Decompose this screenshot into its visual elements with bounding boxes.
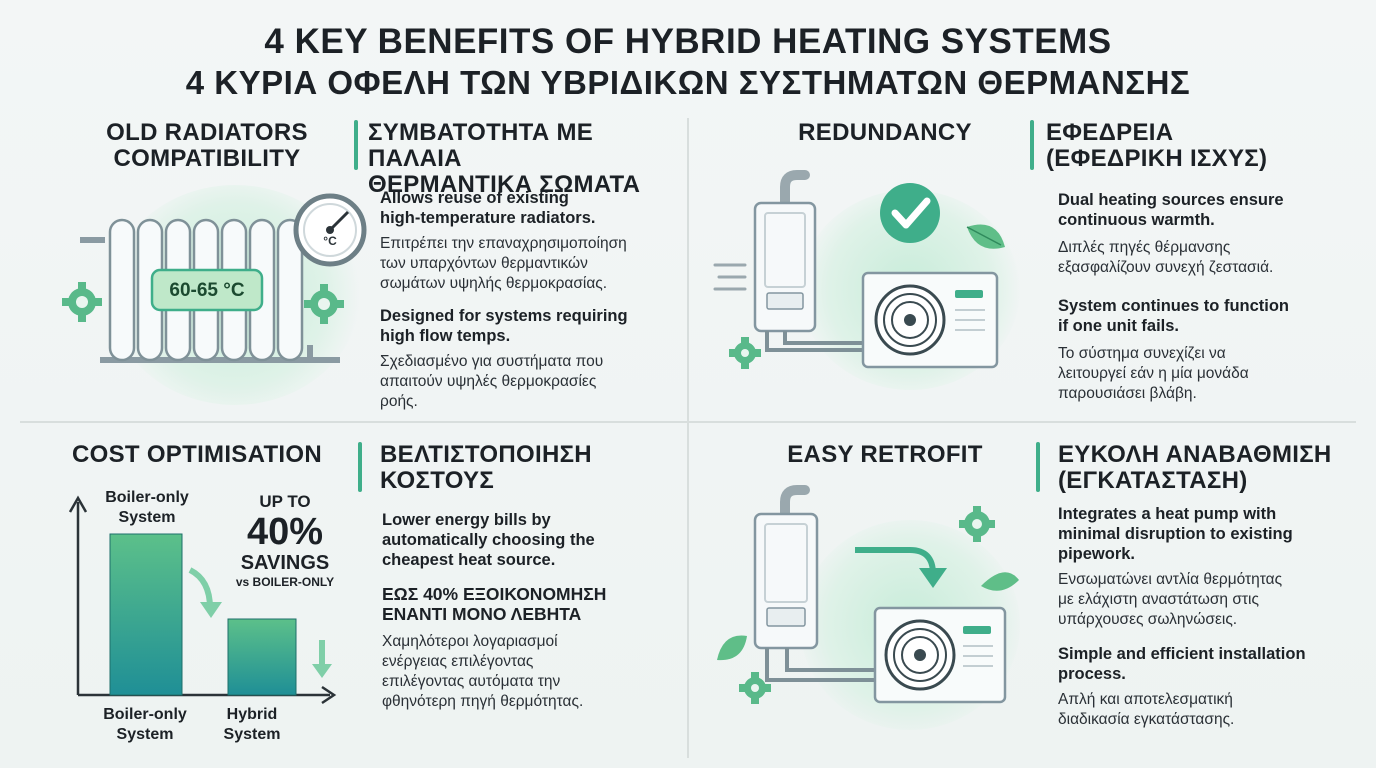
redundancy-heading: REDUNDANCY — [798, 119, 972, 146]
text-line: επιλέγοντας αυτόματα την — [382, 673, 561, 690]
text-line: high-temperature radiators. — [380, 209, 596, 227]
retrofit-heading-greek: ΕΥΚΟΛΗ ΑΝΑΒΑΘΜΙΣΗ (ΕΓΚΑΤΑΣΤΑΣΗ) — [1058, 442, 1358, 494]
text-line: ροής. — [380, 393, 418, 410]
text-line: high flow temps. — [380, 327, 511, 345]
temperature-label-box — [150, 268, 264, 312]
gear-icon — [62, 282, 102, 322]
retrofit-heading-greek-line1: ΕΥΚΟΛΗ ΑΝΑΒΑΘΜΙΣΗ — [1058, 441, 1332, 468]
bar-hybrid — [227, 618, 297, 696]
retrofit-heading: EASY RETROFIT — [787, 441, 983, 468]
page-title-greek: 4 ΚΥΡΙΑ ΟΦΕΛΗ ΤΩΝ ΥΒΡΙΔΙΚΩΝ ΣΥΣΤΗΜΑΤΩΝ Θ… — [185, 64, 1191, 101]
radiators-heading: OLD RADIATORS COMPATIBILITY — [72, 120, 342, 172]
text-line: σωμάτων υψηλής θερμοκρασίας. — [380, 275, 608, 292]
text-line: απαιτούν υψηλές θερμοκρασίες — [380, 373, 597, 390]
radiators-heading-greek-line1: ΣΥΜΒΑΤΟΤΗΤΑ ΜΕ ΠΑΛΑΙΑ — [368, 119, 594, 172]
text-line: υπάρχουσες σωληνώσεις. — [1058, 611, 1238, 628]
text-line: εξασφαλίζουν συνεχή ζεστασιά. — [1058, 259, 1274, 276]
gear-icon — [304, 284, 344, 324]
bar-label-top: Boiler-only System — [92, 488, 202, 528]
retrofit-illustration — [717, 485, 1019, 704]
text-line: Διπλές πηγές θέρμανσης — [1058, 239, 1231, 256]
radiators-heading-line2: COMPATIBILITY — [113, 145, 301, 172]
text-line: Απλή και αποτελεσματική — [1058, 691, 1233, 708]
radiators-heading-greek: ΣΥΜΒΑΤΟΤΗΤΑ ΜΕ ΠΑΛΑΙΑ ΘΕΡΜΑΝΤΙΚΑ ΣΩΜΑΤΑ — [368, 120, 688, 198]
text-line: παρουσιάσει βλάβη. — [1058, 385, 1197, 402]
leaf-icon — [981, 572, 1019, 591]
text-line: continuous warmth. — [1058, 211, 1215, 229]
redundancy-text: Dual heating sources ensure continuous w… — [1058, 190, 1358, 404]
radiators-heading-greek-line2: ΘΕΡΜΑΝΤΙΚΑ ΣΩΜΑΤΑ — [368, 171, 641, 198]
text-line: process. — [1058, 665, 1126, 683]
text-line: διαδικασία εγκατάστασης. — [1058, 711, 1235, 728]
redundancy-heading-greek: ΕΦΕΔΡΕΙΑ (ΕΦΕΔΡΙΚΗ ΙΣΧΥΣ) — [1046, 120, 1346, 172]
accent-bar — [1036, 442, 1040, 492]
savings-percent: 40% — [246, 511, 324, 553]
savings-chart — [68, 495, 337, 705]
x-axis-label-boiler: Boiler-only System — [90, 705, 200, 745]
text-line: Επιτρέπει την επαναχρησιμοποίηση — [380, 235, 627, 252]
text-line: Integrates a heat pump with — [1058, 505, 1277, 523]
accent-bar — [358, 442, 362, 492]
temperature-label: 60-65 °C — [169, 280, 245, 301]
text-line: cheapest heat source. — [382, 551, 556, 569]
text-line: pipework. — [1058, 545, 1136, 563]
text-line: Lower energy bills by — [382, 511, 551, 529]
text-line: Σχεδιασμένο για συστήματα που — [380, 353, 604, 370]
bar-label-top-line1: Boiler-only — [105, 489, 189, 506]
gear-icon — [729, 337, 761, 369]
checkmark-icon — [880, 183, 940, 243]
cost-heading-greek-line1: ΒΕΛΤΙΣΤΟΠΟΙΗΣΗ — [380, 441, 592, 468]
cost-text: Lower energy bills by automatically choo… — [382, 510, 682, 712]
savings-word: SAVINGS — [240, 552, 330, 574]
text-line: Το σύστημα συνεχίζει να — [1058, 345, 1226, 362]
page-title: 4 KEY BENEFITS OF HYBRID HEATING SYSTEMS — [264, 22, 1112, 61]
retrofit-heading-greek-line2: (ΕΓΚΑΤΑΣΤΑΣΗ) — [1058, 467, 1248, 494]
vertical-divider — [687, 118, 689, 758]
redundancy-heading-greek-line1: ΕΦΕΔΡΕΙΑ — [1046, 119, 1174, 146]
text-line: των υπαρχόντων θερμαντικών — [380, 255, 588, 272]
x-axis-label-boiler-line1: Boiler-only — [103, 706, 187, 723]
text-line: ΕΝΑΝΤΙ ΜΟΝΟ ΛΕΒΗΤΑ — [382, 604, 582, 624]
text-line: System continues to function — [1058, 297, 1290, 315]
leaf-icon — [717, 635, 747, 661]
accent-bar — [354, 120, 358, 170]
text-line: if one unit fails. — [1058, 317, 1180, 335]
text-line: Dual heating sources ensure — [1058, 191, 1284, 209]
x-axis-label-boiler-line2: System — [116, 726, 174, 743]
text-line: minimal disruption to existing — [1058, 525, 1293, 543]
savings-up-to: UP TO — [259, 492, 311, 511]
savings-callout: UP TO 40% SAVINGS vs BOILER-ONLY — [210, 492, 360, 590]
text-line: φθηνότερη πηγή θερμότητας. — [382, 693, 584, 710]
gear-icon — [959, 506, 995, 542]
text-line: Ενσωματώνει αντλία θερμότητας — [1058, 571, 1283, 588]
bar-label-top-line2: System — [118, 509, 176, 526]
cost-heading-greek-line2: ΚΟΣΤΟΥΣ — [380, 467, 495, 494]
text-line: Allows reuse of existing — [380, 189, 569, 207]
bar-boiler-only — [109, 533, 183, 696]
text-line: automatically choosing the — [382, 531, 595, 549]
radiators-heading-line1: OLD RADIATORS — [106, 119, 308, 146]
text-line: λειτουργεί εάν η μία μονάδα — [1058, 365, 1249, 382]
radiator-illustration — [62, 193, 367, 363]
savings-vs: vs BOILER-ONLY — [235, 575, 335, 589]
gauge-unit: °C — [323, 234, 337, 248]
hybrid-system-illustration — [713, 170, 1005, 369]
text-line: ΕΩΣ 40% ΕΞΟΙΚΟΝΟΜΗΣΗ — [382, 584, 607, 604]
text-line: Χαμηλότεροι λογαριασμοί — [382, 633, 558, 650]
accent-bar — [1030, 120, 1034, 170]
radiators-text: Allows reuse of existing high-temperatur… — [380, 188, 680, 412]
x-axis-label-hybrid-line1: Hybrid — [226, 706, 278, 723]
horizontal-divider — [20, 421, 1356, 423]
text-line: με ελάχιστη αναστάτωση στις — [1058, 591, 1259, 608]
gear-icon — [739, 672, 771, 704]
cost-heading: COST OPTIMISATION — [72, 441, 322, 468]
text-line: ενέργειας επιλέγοντας — [382, 653, 534, 670]
redundancy-heading-greek-line2: (ΕΦΕΔΡΙΚΗ ΙΣΧΥΣ) — [1046, 145, 1268, 172]
x-axis-label-hybrid-line2: System — [223, 726, 281, 743]
cost-heading-greek: ΒΕΛΤΙΣΤΟΠΟΙΗΣΗ ΚΟΣΤΟΥΣ — [380, 442, 680, 494]
x-axis-label-hybrid: Hybrid System — [212, 705, 292, 745]
retrofit-text: Integrates a heat pump with minimal disr… — [1058, 504, 1358, 730]
text-line: Simple and efficient installation — [1058, 645, 1306, 663]
text-line: Designed for systems requiring — [380, 307, 628, 325]
